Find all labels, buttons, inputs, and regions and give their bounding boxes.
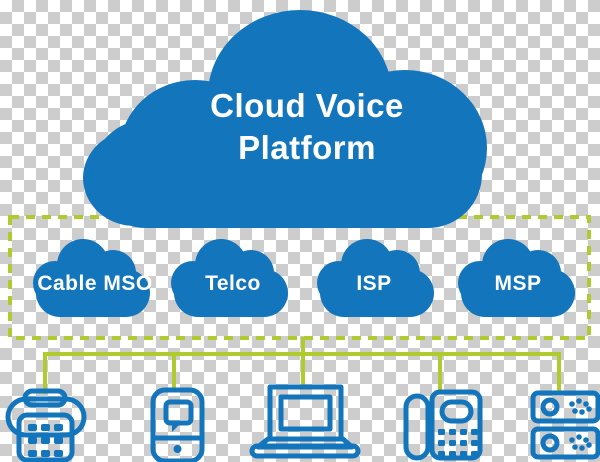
provider-cloud-msp: MSP: [458, 239, 575, 317]
provider-cloud-label: ISP: [356, 272, 391, 295]
desk-phone-keypad: [28, 424, 63, 457]
provider-cloud-cable-mso: Cable MSO: [33, 239, 152, 317]
provider-cloud-label: Cable MSO: [37, 272, 152, 295]
provider-cloud-telco: Telco: [171, 239, 288, 317]
cloud-icon: [83, 10, 487, 228]
office-phone-keypad: [438, 429, 478, 457]
connector-bus-line: [43, 337, 561, 395]
network-connector-lines: [43, 337, 561, 395]
provider-cloud-label: MSP: [494, 272, 541, 295]
office-phone-icon: [403, 389, 483, 461]
mobile-phone-icon: [150, 387, 205, 462]
laptop-icon: [249, 384, 361, 459]
cloud-voice-platform-cloud: Cloud Voice Platform: [83, 10, 487, 228]
device-icon-row: [5, 384, 600, 462]
main-cloud-title-line2: Platform: [238, 129, 376, 166]
desk-phone-icon: [5, 388, 87, 462]
provider-cloud-label: Telco: [205, 272, 261, 295]
server-stack-icon: [530, 390, 600, 460]
provider-cloud-isp: ISP: [317, 239, 434, 317]
main-cloud-title-line1: Cloud Voice: [210, 87, 404, 124]
chat-bubble-tail: [172, 423, 181, 432]
home-button-dot: [173, 445, 182, 453]
server-indicator-dots: [569, 398, 592, 451]
